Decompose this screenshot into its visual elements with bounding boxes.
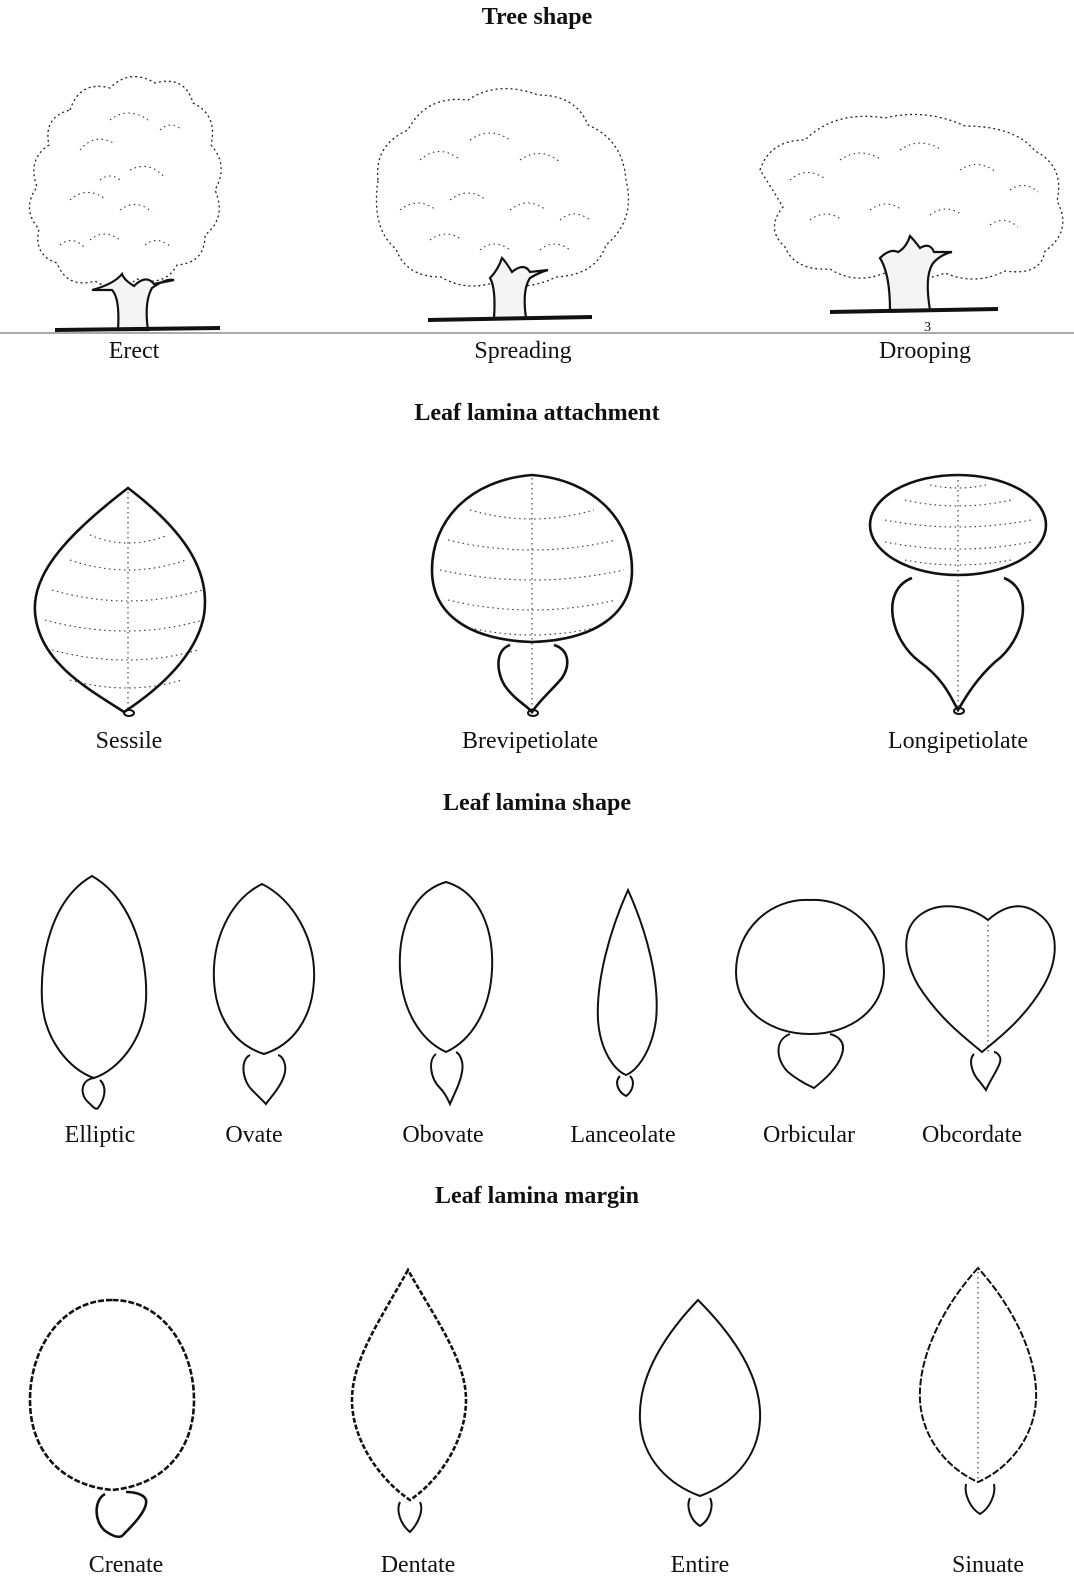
leaf-dentate-illustration xyxy=(352,1270,466,1532)
ground-line-drooping xyxy=(830,309,998,312)
tree-spreading-illustration xyxy=(376,89,628,320)
leaf-sessile-illustration xyxy=(35,488,205,716)
leaf-obcordate-illustration xyxy=(906,906,1055,1090)
stray-mark: 3 xyxy=(924,320,944,336)
label-dentate: Dentate xyxy=(318,1552,518,1579)
label-ovate: Ovate xyxy=(154,1122,354,1149)
leaf-ovate-illustration xyxy=(214,884,314,1104)
leaf-crenate-illustration xyxy=(30,1300,194,1537)
ground-line-spreading xyxy=(428,317,592,320)
label-crenate: Crenate xyxy=(26,1552,226,1579)
tree-erect-illustration xyxy=(29,77,221,330)
leaf-longipetiolate-illustration xyxy=(870,475,1046,714)
leaf-brevipetiolate-illustration xyxy=(432,475,632,716)
tree-drooping-illustration xyxy=(760,114,1063,312)
label-erect: Erect xyxy=(34,338,234,365)
leaf-entire-illustration xyxy=(640,1300,760,1526)
label-obovate: Obovate xyxy=(343,1122,543,1149)
label-entire: Entire xyxy=(600,1552,800,1579)
leaf-orbicular-illustration xyxy=(736,900,884,1088)
leaf-sinuate-illustration xyxy=(920,1268,1036,1514)
label-longipetiolate: Longipetiolate xyxy=(858,728,1058,755)
ground-line-erect xyxy=(55,328,220,330)
label-drooping: Drooping xyxy=(825,338,1025,365)
label-sessile: Sessile xyxy=(29,728,229,755)
leaf-obovate-illustration xyxy=(400,882,492,1104)
label-lanceolate: Lanceolate xyxy=(523,1122,723,1149)
leaf-elliptic-illustration xyxy=(42,876,146,1109)
label-obcordate: Obcordate xyxy=(872,1122,1072,1149)
label-brevipetiolate: Brevipetiolate xyxy=(430,728,630,755)
leaf-lanceolate-illustration xyxy=(598,890,657,1096)
label-spreading: Spreading xyxy=(423,338,623,365)
label-sinuate: Sinuate xyxy=(888,1552,1074,1579)
